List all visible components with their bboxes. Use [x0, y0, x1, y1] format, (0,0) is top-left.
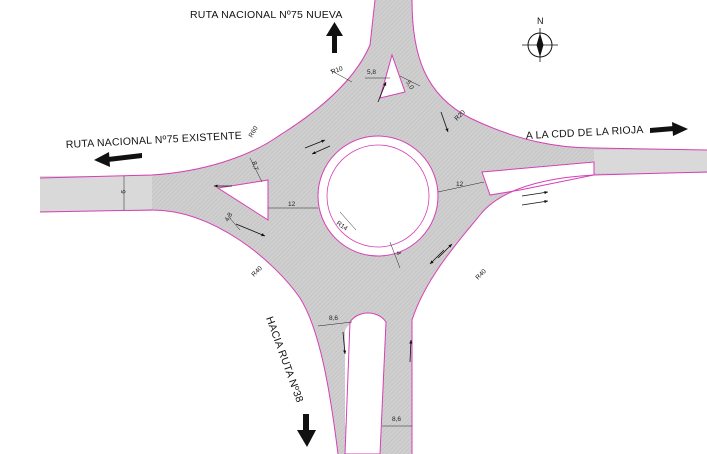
south-splitter-island: [344, 312, 387, 454]
dim-line: [249, 157, 263, 183]
dimension-lines: [123, 69, 485, 427]
lane-arrow: [437, 243, 453, 259]
dim-w-south-bottom: 8,6: [392, 416, 401, 423]
edge-north-east: [411, 0, 707, 151]
dim-r-se-corner: R40: [474, 268, 488, 282]
edge-west-south: [39, 209, 339, 454]
dim-r-nw-corner: R60: [248, 125, 260, 139]
dim-w-north-island: 5,8: [367, 69, 376, 76]
dim-r-sw-corner: R40: [250, 265, 264, 279]
dim-ring-width-west: 12: [288, 201, 296, 208]
dim-ring-width-east: 12: [456, 181, 464, 188]
arrow-north: [326, 22, 343, 53]
dim-w-west-island: 4,8: [224, 211, 235, 223]
dim-line: [399, 75, 421, 87]
dim-line: [389, 241, 401, 269]
lane-arrow: [521, 190, 549, 197]
east-splitter-island: [481, 161, 595, 196]
central-island-inner: [326, 144, 430, 248]
lane-arrow: [235, 223, 266, 237]
label-north: RUTA NACIONAL Nº75 NUEVA: [190, 9, 343, 21]
dim-r-nw-island: R10: [330, 65, 344, 76]
lane-arrow: [429, 249, 445, 265]
lane-arrow: [377, 81, 387, 103]
central-island: [317, 135, 439, 257]
lane-arrows: [214, 81, 549, 363]
dim-w-south-left: 8,6: [329, 315, 338, 322]
lane-arrow: [342, 331, 347, 355]
arrow-east: [650, 122, 688, 136]
west-splitter-island: [216, 179, 269, 221]
lane-arrow: [304, 139, 326, 149]
lane-arrow: [521, 199, 549, 206]
west-road-pavement: [40, 176, 152, 211]
dim-w-west-road: 9: [119, 190, 126, 194]
dim-r-small: 4: [394, 250, 402, 256]
lane-arrow: [409, 339, 413, 363]
north-splitter-island: [379, 53, 406, 99]
arrow-south: [297, 414, 316, 447]
dim-line: [227, 215, 241, 231]
dim-w-west-approach: 8,7: [250, 161, 259, 172]
arrow-west: [94, 152, 142, 167]
lane-arrow: [440, 111, 449, 133]
dim-line: [329, 69, 353, 83]
edge-east-south: [411, 171, 707, 454]
dim-line: [317, 321, 353, 327]
edge-north-west: [39, 0, 376, 179]
compass-label: N: [537, 16, 544, 26]
lane-arrow: [311, 145, 331, 155]
dim-line: [437, 181, 485, 193]
label-south: HACIA RUTA Nº38: [263, 315, 305, 404]
label-west: RUTA NACIONAL Nº75 EXISTENTE: [66, 130, 243, 151]
east-road-pavement: [594, 150, 707, 173]
label-east: A LA CDD DE LA RIOJA: [526, 124, 644, 142]
dim-r-ne-island: 5,0: [404, 80, 415, 92]
north-compass-icon: [522, 28, 558, 62]
dim-line: [339, 211, 357, 231]
